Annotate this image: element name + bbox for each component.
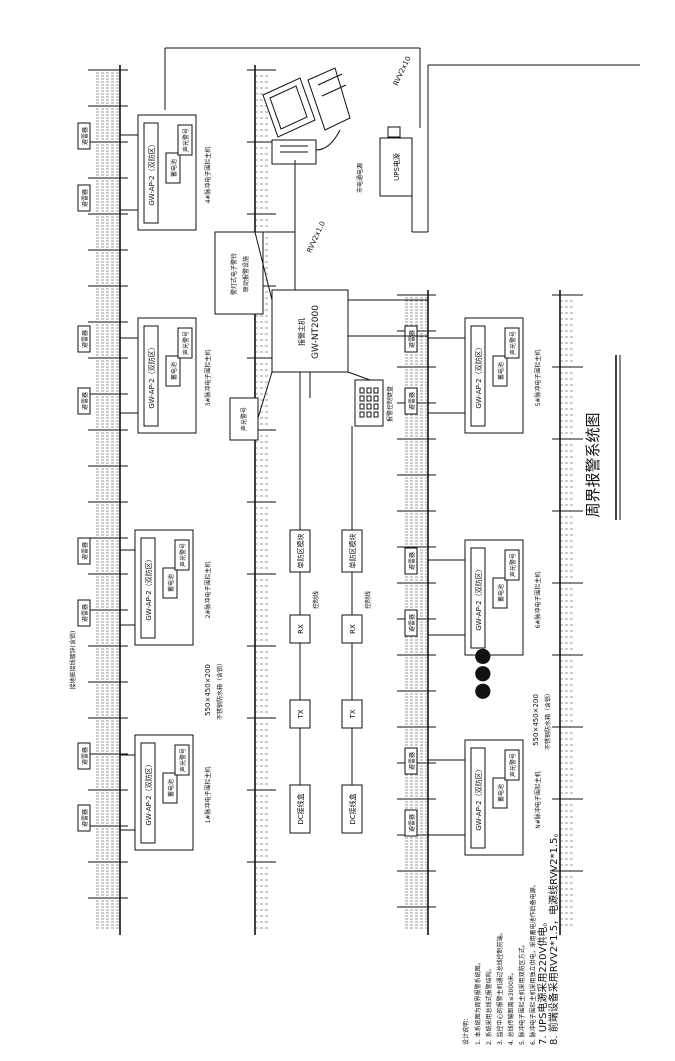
- zone-name: 1#脉冲电子围栏主机: [204, 767, 212, 824]
- host-model: GW-NT2000: [311, 305, 321, 359]
- zone-battery: 蓄电池: [170, 159, 178, 177]
- design-notes: 设计说明： 1. 本系统图为周界报警系统图。2. 系统采用总线式报警结构。3. 监…: [462, 828, 560, 1045]
- txrx-label: TX: [297, 709, 305, 719]
- note-item: 8. 前端设备采用RVV2*1.5，电源线RVV2*1.5。: [547, 828, 560, 1045]
- detector-label: 避雷器: [81, 542, 89, 560]
- note-item: 3. 监控中心的报警主机通过总线控制前端。: [496, 929, 504, 1045]
- keypad-label: 报警控制键盘: [386, 386, 394, 422]
- ups-label: UPS电源: [392, 153, 401, 181]
- zone-controller-model: GW-AP-2（双防区）: [474, 765, 483, 830]
- detector-label: 避雷器: [81, 330, 89, 348]
- linkage-device: 警灯式电子警铃 联动报警设施: [214, 231, 264, 315]
- zone-siren: 声光警号: [179, 543, 187, 567]
- note-item: 6. 脉冲电子围栏主机采用独立供电，采用蓄电池作后备电源。: [529, 881, 537, 1045]
- diagram-title: 周界报警系统图: [584, 412, 602, 517]
- zone-siren: 声光警号: [509, 753, 517, 777]
- txrx-label: RX: [349, 624, 357, 634]
- left-fence: [88, 65, 276, 935]
- zone-name: 3#脉冲电子围栏主机: [204, 350, 212, 407]
- linkage-label: 警灯式电子警铃: [230, 253, 238, 295]
- txrx-label: 单防区模块: [348, 534, 357, 569]
- txrx-label: RX: [297, 624, 305, 634]
- zone-controller-model: GW-AP-2（双防区）: [144, 760, 153, 825]
- txrx-label: 单防区模块: [296, 534, 305, 569]
- siren-label: 声光警号: [240, 407, 248, 431]
- txrx-line-label: 控制线: [312, 591, 320, 609]
- fence-spec-1: 550×450×200: [204, 664, 212, 716]
- txrx-label: DC接线盒: [296, 793, 305, 824]
- zone-battery: 蓄电池: [497, 784, 505, 802]
- detector-label: 避雷器: [81, 127, 89, 145]
- detector-label: 避雷器: [81, 604, 89, 622]
- zone-siren: 声光警号: [182, 128, 190, 152]
- zone-name: 6#脉冲电子围栏主机: [534, 572, 542, 629]
- cabling: [164, 47, 640, 530]
- zone-siren: 声光警号: [182, 331, 190, 355]
- zone-siren: 声光警号: [509, 553, 517, 577]
- detector-label: 避雷器: [81, 189, 89, 207]
- zone-controller-model: GW-AP-2（双防区）: [144, 555, 153, 620]
- detector-label: 避雷器: [408, 330, 416, 348]
- ellipsis-dots: ●●●: [469, 648, 493, 700]
- tx-rx-chain: 单防区模块 RX TX DC接线盒 控制线 单防区模块 RX TX DC接线盒 控制线: [289, 529, 372, 834]
- zone-battery: 蓄电池: [497, 362, 505, 380]
- cable-label-1: RVV2x10: [392, 55, 413, 87]
- detector-label: 避雷器: [408, 392, 416, 410]
- keypad: 报警控制键盘: [354, 379, 394, 427]
- detector-label: 避雷器: [408, 614, 416, 632]
- detector-label: 避雷器: [81, 809, 89, 827]
- zone-battery: 蓄电池: [497, 584, 505, 602]
- note-item: 4. 总线传输距离≤3000米。: [507, 969, 515, 1045]
- zone-siren: 声光警号: [179, 748, 187, 772]
- zone-battery: 蓄电池: [167, 779, 175, 797]
- computer-icon: [262, 67, 351, 165]
- zone-name: N#脉冲电子围栏主机: [534, 771, 542, 829]
- zone-siren: 声光警号: [509, 331, 517, 355]
- detector-label: 避雷器: [408, 814, 416, 832]
- zone-controller-model: GW-AP-2（双防区）: [147, 140, 156, 205]
- txrx-line-label: 控制线: [364, 591, 372, 609]
- zone-controller-model: GW-AP-2（双防区）: [474, 343, 483, 408]
- note-item: 2. 系统采用总线式报警结构。: [485, 965, 493, 1045]
- note-item: 7. UPS电源采用220V供电。: [536, 917, 549, 1045]
- detector-label: 避雷器: [81, 392, 89, 410]
- ups-note: 市电通电源: [356, 163, 364, 193]
- zone-name: 4#脉冲电子围栏主机: [204, 147, 212, 204]
- ups-unit: UPS电源 市电通电源: [356, 126, 413, 197]
- note-item: 5. 脉冲电子围栏主机采用双防区方式。: [518, 941, 526, 1045]
- txrx-label: TX: [349, 709, 357, 719]
- zone-battery: 蓄电池: [167, 574, 175, 592]
- host-name: 报警主机: [297, 318, 306, 346]
- note-item: 1. 本系统图为周界报警系统图。: [474, 959, 482, 1045]
- pole-note: 接地桩接线镀锌(含锁): [69, 631, 77, 690]
- fence-spec-2: 550×450×200: [532, 694, 540, 746]
- zone-battery: 蓄电池: [170, 362, 178, 380]
- cable-label-2: RVV2x1.0: [305, 220, 327, 254]
- fence-desc-2: 不锈钢防水箱（含锁）: [544, 690, 552, 750]
- detector-label: 避雷器: [408, 552, 416, 570]
- siren-device: 声光警号: [229, 397, 259, 441]
- linkage-sub: 联动报警设施: [242, 256, 250, 292]
- zone-controller-model: GW-AP-2（双防区）: [147, 343, 156, 408]
- notes-head: 设计说明：: [462, 1015, 470, 1045]
- txrx-label: DC接线盒: [348, 793, 357, 824]
- detector-label: 避雷器: [408, 752, 416, 770]
- alarm-host: 报警主机 GW-NT2000: [271, 289, 349, 373]
- fence-desc-1: 不锈钢防水箱（含锁）: [216, 660, 224, 720]
- detector-label: 避雷器: [81, 747, 89, 765]
- zone-controller-model: GW-AP-2（双防区）: [474, 565, 483, 630]
- zone-name: 5#脉冲电子围栏主机: [534, 350, 542, 407]
- zone-name: 2#脉冲电子围栏主机: [204, 562, 212, 619]
